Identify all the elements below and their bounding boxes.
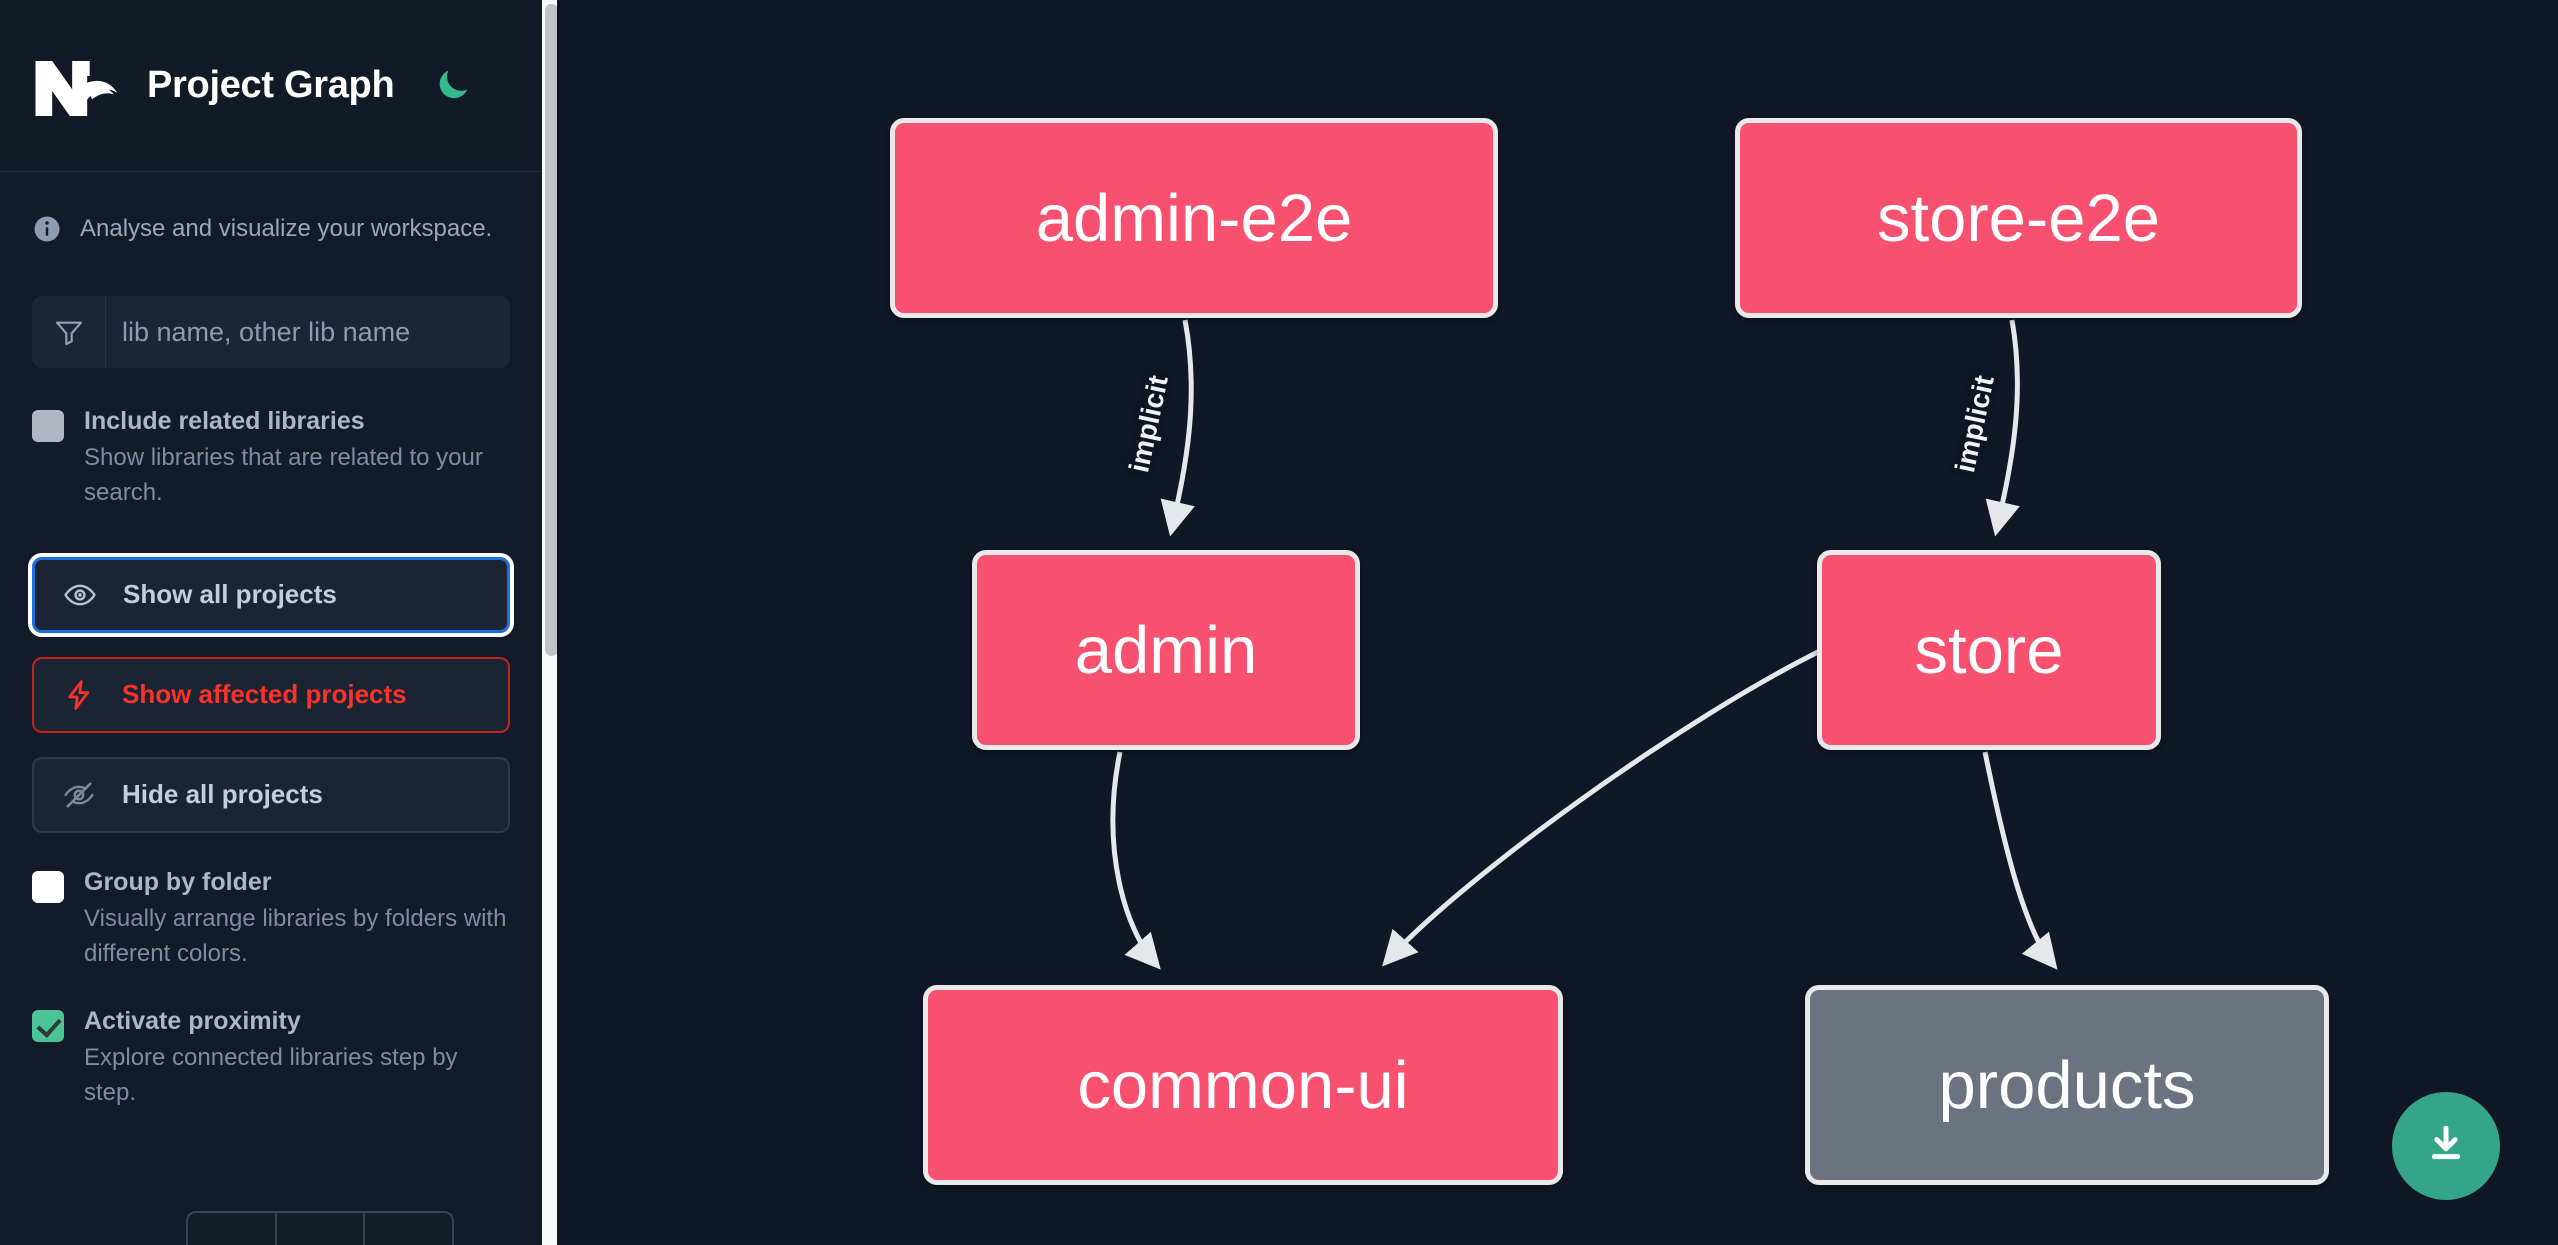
sidebar: Project Graph Ana <box>0 0 560 1245</box>
checkbox-group-by-folder-box[interactable] <box>32 870 64 903</box>
hide-all-projects-label: Hide all projects <box>122 779 323 810</box>
graph-node-admin[interactable]: admin <box>972 550 1360 750</box>
download-graph-button[interactable] <box>2392 1092 2500 1200</box>
graph-node-store-label: store <box>1914 612 2064 688</box>
filter-field[interactable] <box>32 296 510 368</box>
graph-node-admin-e2e[interactable]: admin-e2e <box>890 118 1498 318</box>
eye-off-icon <box>62 778 96 812</box>
nx-logo-icon <box>32 56 124 119</box>
proximity-stepper-group[interactable] <box>186 1211 454 1245</box>
proximity-increase-button[interactable] <box>365 1213 452 1245</box>
graph-node-admin-e2e-label: admin-e2e <box>1035 180 1353 256</box>
checkbox-group-by-folder[interactable]: Group by folder Visually arrange librari… <box>0 867 542 972</box>
show-all-projects-button[interactable]: Show all projects <box>28 552 514 637</box>
edge-store-to-products <box>1982 751 2058 970</box>
graph-node-admin-label: admin <box>1074 612 1258 688</box>
edge-store-to-common-ui <box>1382 647 1824 967</box>
graph-node-common-ui[interactable]: common-ui <box>923 985 1563 1185</box>
moon-icon <box>433 64 473 107</box>
show-affected-projects-button[interactable]: Show affected projects <box>32 656 510 733</box>
graph-canvas[interactable]: admin-e2e store-e2e admin store common-u… <box>560 0 2558 1245</box>
page-title: Project Graph <box>147 64 395 106</box>
sidebar-divider <box>557 0 560 1245</box>
sidebar-scroll-content: Project Graph Ana <box>0 0 542 1245</box>
edge-admin-e2e-to-admin <box>1160 319 1195 537</box>
show-all-projects-label: Show all projects <box>123 579 337 610</box>
bolt-icon <box>62 678 96 712</box>
checkbox-group-by-folder-description: Visually arrange libraries by folders wi… <box>84 905 507 967</box>
graph-node-products[interactable]: products <box>1805 985 2329 1185</box>
tagline-text: Analyse and visualize your workspace. <box>80 215 493 242</box>
info-icon <box>32 214 62 244</box>
sidebar-header: Project Graph <box>0 0 542 172</box>
graph-node-store-e2e-label: store-e2e <box>1876 180 2161 256</box>
graph-node-store-e2e[interactable]: store-e2e <box>1735 118 2302 318</box>
graph-node-products-label: products <box>1938 1047 2196 1123</box>
edge-admin-to-common-ui <box>1110 751 1161 970</box>
show-affected-projects-label: Show affected projects <box>122 679 407 710</box>
checkbox-group-by-folder-label: Group by folder <box>84 867 272 896</box>
checkbox-include-related-libraries[interactable]: Include related libraries Show libraries… <box>0 406 542 511</box>
eye-icon <box>63 578 97 612</box>
checkbox-include-related-libraries-description: Show libraries that are related to your … <box>84 444 483 507</box>
sidebar-scrollbar-thumb[interactable] <box>545 4 558 656</box>
hide-all-projects-button[interactable]: Hide all projects <box>32 756 510 833</box>
edge-store-e2e-to-store <box>1985 319 2020 537</box>
theme-toggle-button[interactable] <box>430 63 476 109</box>
checkbox-activate-proximity-label: Activate proximity <box>84 1006 301 1035</box>
graph-edges <box>1110 319 2058 970</box>
proximity-decrease-button[interactable] <box>188 1213 277 1245</box>
graph-node-common-ui-label: common-ui <box>1077 1047 1409 1123</box>
checkbox-activate-proximity-description: Explore connected libraries step by step… <box>84 1043 458 1106</box>
search-input[interactable] <box>106 296 510 368</box>
workspace-tagline: Analyse and visualize your workspace. <box>0 172 542 244</box>
visibility-button-group: Show all projects Show affected projects <box>0 552 542 833</box>
graph-node-store[interactable]: store <box>1817 550 2161 750</box>
proximity-value[interactable] <box>276 1213 366 1245</box>
sidebar-scrollbar-track[interactable] <box>542 0 560 1245</box>
download-icon <box>2421 1120 2471 1173</box>
filter-icon <box>32 296 106 368</box>
checkbox-activate-proximity[interactable]: Activate proximity Explore connected lib… <box>0 1006 542 1111</box>
checkbox-include-related-libraries-box[interactable] <box>32 410 64 442</box>
checkbox-include-related-libraries-label: Include related libraries <box>84 407 365 435</box>
checkbox-activate-proximity-box[interactable] <box>32 1009 64 1042</box>
